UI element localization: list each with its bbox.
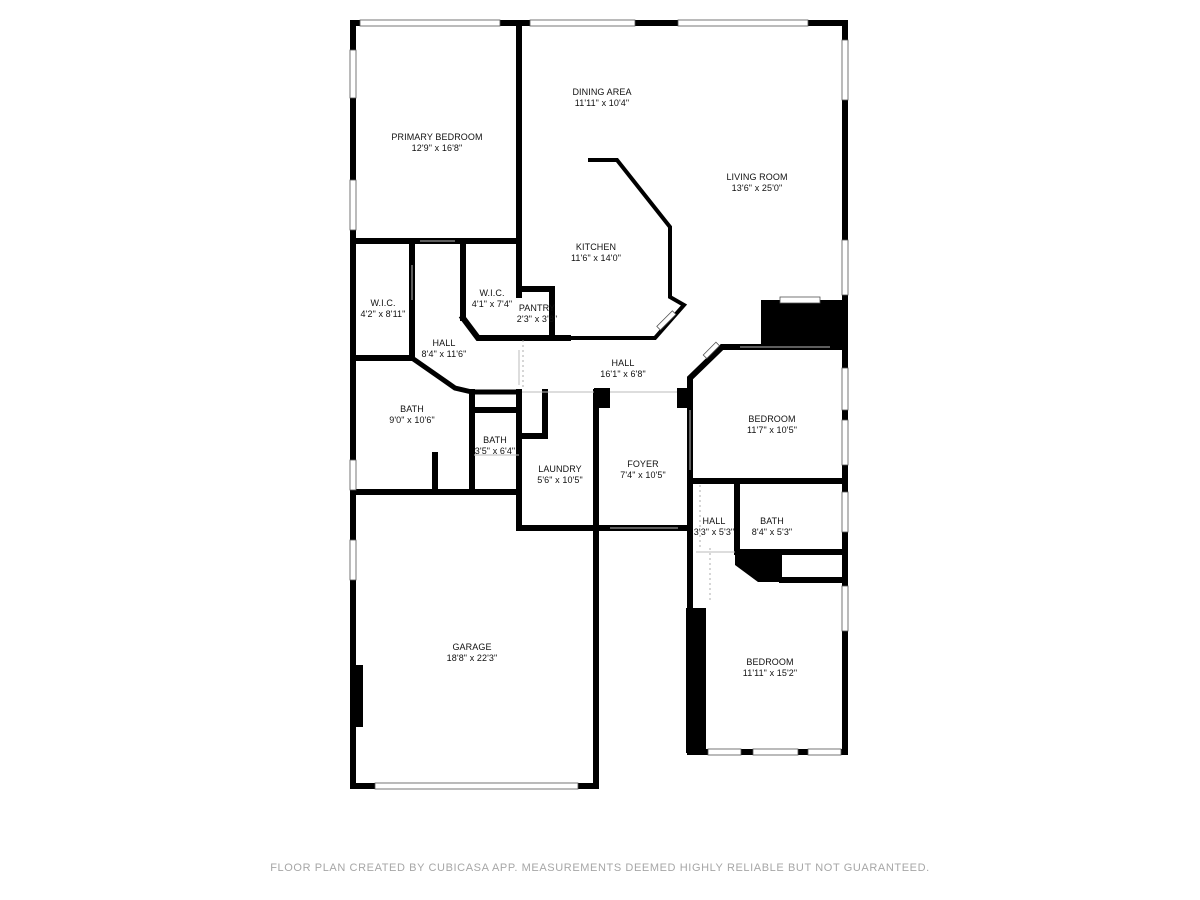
room-dims: 3'5" x 6'4" <box>474 446 516 456</box>
room-name: BATH <box>400 404 424 414</box>
room-label-foyer: FOYER 7'4" x 10'5" <box>620 459 666 481</box>
room-label-hall-main: HALL 16'1" x 6'8" <box>600 358 646 380</box>
room-name: LIVING ROOM <box>726 172 788 182</box>
room-label-hall-small: HALL 3'3" x 5'3" <box>694 516 734 538</box>
room-label-bath-primary: BATH 9'0" x 10'6" <box>389 404 435 426</box>
room-label-pantry: PANTRY 2'3" x 3'8" <box>517 303 557 325</box>
room-name: HALL <box>432 338 456 348</box>
window-bedroom-south-1 <box>707 748 742 756</box>
foyer-column-right <box>677 388 693 408</box>
room-dims: 11'7" x 10'5" <box>747 425 797 435</box>
window-dining-north-1 <box>529 19 636 27</box>
room-label-dining-area: DINING AREA 11'11" x 10'4" <box>572 87 631 109</box>
room-dims: 9'0" x 10'6" <box>389 415 435 425</box>
wall-bedroom-upper-north <box>687 344 848 391</box>
wall-blocks <box>355 300 848 753</box>
wall-wic-right-south <box>458 313 522 341</box>
room-dims: 11'6" x 14'0" <box>571 253 621 263</box>
room-name: BEDROOM <box>746 657 794 667</box>
room-label-kitchen: KITCHEN 11'6" x 14'0" <box>571 242 621 264</box>
room-label-wic-right: W.I.C. 4'1" x 7'4" <box>472 288 512 310</box>
room-dims: 8'4" x 5'3" <box>751 527 793 537</box>
window-bedroom-angled <box>702 341 721 360</box>
window-living-east-1 <box>841 39 849 101</box>
room-name: BATH <box>760 516 784 526</box>
closet-block <box>735 555 782 582</box>
room-label-bath-small: BATH 3'5" x 6'4" <box>475 435 515 457</box>
room-dims: 12'9" x 16'8" <box>411 143 463 153</box>
room-name: PRIMARY BEDROOM <box>391 132 483 142</box>
room-name: GARAGE <box>452 642 492 652</box>
room-dims: 16'1" x 6'8" <box>600 369 646 379</box>
window-bedroom-east-2 <box>841 419 849 466</box>
dotted-borders <box>522 340 711 600</box>
window-primary-west-1 <box>349 49 357 99</box>
room-dims: 4'1" x 7'4" <box>471 299 513 309</box>
window-primary-north <box>359 19 501 27</box>
room-name: KITCHEN <box>575 242 617 252</box>
room-label-wic-left: W.I.C. 4'2" x 8'11" <box>361 298 406 320</box>
windows <box>349 19 849 790</box>
garage-door <box>374 782 579 790</box>
window-bedroom-lower-east <box>841 585 849 632</box>
room-name: W.I.C. <box>370 298 396 308</box>
room-dims: 8'4" x 11'6" <box>421 349 467 359</box>
footer-disclaimer: FLOOR PLAN CREATED BY CUBICASA APP. MEAS… <box>270 862 930 874</box>
room-name: LAUNDRY <box>538 464 582 474</box>
room-label-bedroom-upper: BEDROOM 11'7" x 10'5" <box>747 414 797 436</box>
room-dims: 5'6" x 10'5" <box>537 475 583 485</box>
window-bedroom-south-2 <box>752 748 799 756</box>
window-dining-north-2 <box>677 19 809 27</box>
foyer-column-left <box>594 388 610 408</box>
garage-vent <box>355 665 363 727</box>
room-dims: 11'11" x 15'2" <box>742 668 798 678</box>
room-name: W.I.C. <box>479 288 505 298</box>
window-primary-west-2 <box>349 179 357 231</box>
window-bath-east <box>841 491 849 533</box>
room-label-primary-bedroom: PRIMARY BEDROOM 12'9" x 16'8" <box>391 132 482 154</box>
room-dims: 4'2" x 8'11" <box>360 309 406 319</box>
room-name: BEDROOM <box>748 414 796 424</box>
room-label-laundry: LAUNDRY 5'6" x 10'5" <box>537 464 583 486</box>
wall-laundry-closet <box>519 389 548 439</box>
column-block <box>761 300 848 347</box>
window-living-east-2 <box>841 239 849 296</box>
wall-hall-bath <box>408 354 522 395</box>
room-name: BATH <box>483 435 507 445</box>
window-kitchen-angled <box>656 310 677 331</box>
room-dims: 13'6" x 25'0" <box>731 183 783 193</box>
room-name: DINING AREA <box>572 87 632 97</box>
window-bath-west <box>349 459 357 491</box>
window-bedroom-south-3 <box>807 748 842 756</box>
wall-kitchen-island <box>566 158 688 340</box>
window-column <box>779 296 821 304</box>
window-bedroom-east-1 <box>841 367 849 411</box>
thick-wall-segment <box>686 608 706 753</box>
room-name: HALL <box>611 358 635 368</box>
room-dims: 11'11" x 10'4" <box>574 98 630 108</box>
room-label-bath-right: BATH 8'4" x 5'3" <box>752 516 792 538</box>
openings <box>411 240 830 553</box>
window-garage-west <box>349 539 357 581</box>
room-dims: 3'3" x 5'3" <box>693 527 735 537</box>
room-dims: 18'8" x 22'3" <box>446 653 498 663</box>
room-label-garage: GARAGE 18'8" x 22'3" <box>447 642 498 664</box>
room-name: HALL <box>702 516 726 526</box>
room-dims: 7'4" x 10'5" <box>620 470 666 480</box>
room-dims: 2'3" x 3'8" <box>516 314 558 324</box>
room-label-living-room: LIVING ROOM 13'6" x 25'0" <box>726 172 787 194</box>
room-name: FOYER <box>627 459 659 469</box>
room-label-hall-primary: HALL 8'4" x 11'6" <box>422 338 467 360</box>
room-name: PANTRY <box>518 303 556 313</box>
room-label-bedroom-lower: BEDROOM 11'11" x 15'2" <box>743 657 797 679</box>
